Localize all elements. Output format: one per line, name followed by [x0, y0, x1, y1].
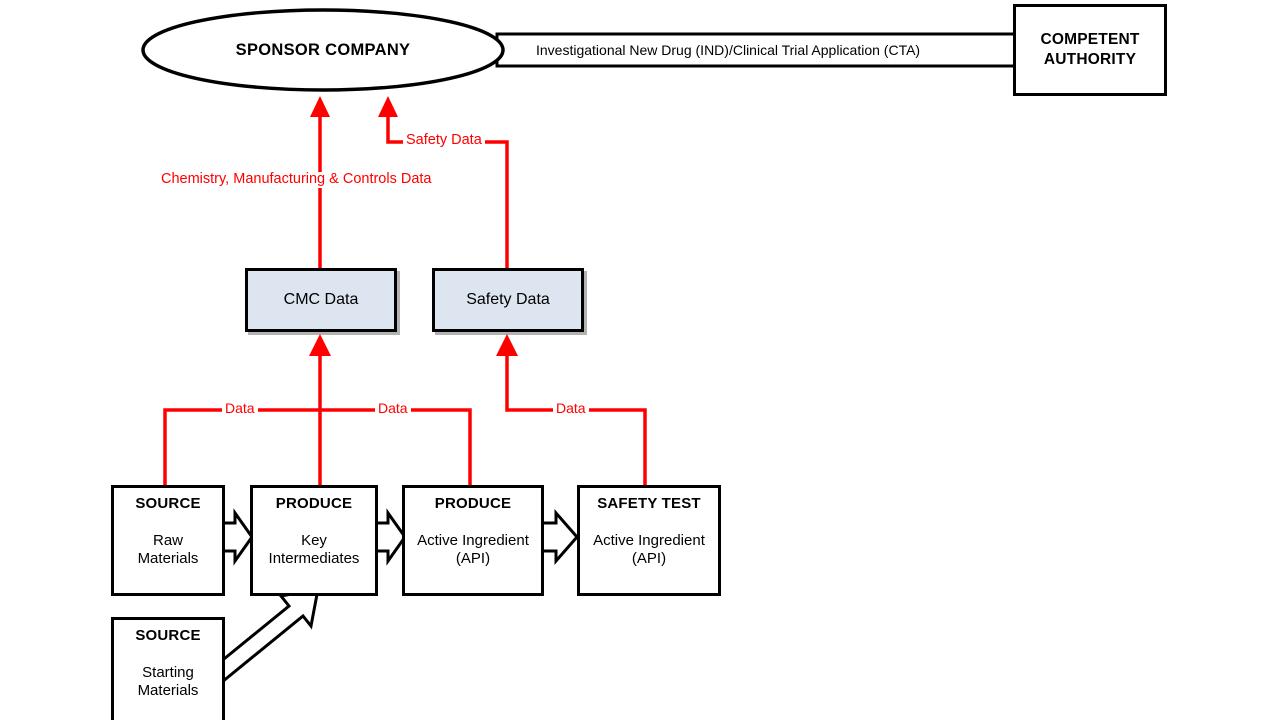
process-body-line2: Materials: [137, 682, 199, 700]
process-body: Key Intermediates: [253, 532, 375, 569]
red-arrowhead-safety-in: [496, 334, 518, 356]
process-heading: PRODUCE: [434, 495, 512, 512]
process-body: Starting Materials: [114, 664, 222, 701]
process-body-line2: Materials: [137, 550, 199, 568]
process-body-line1: Key: [301, 532, 327, 549]
process-box-safety-test-api: SAFETY TEST Active Ingredient (API): [577, 485, 721, 596]
submission-arrow-label: Investigational New Drug (IND)/Clinical …: [536, 42, 921, 58]
sponsor-company-ellipse: [141, 8, 505, 92]
red-arrowhead-cmc: [310, 96, 330, 117]
process-body: Raw Materials: [114, 532, 222, 569]
process-body: Active Ingredient (API): [405, 532, 541, 569]
safety-data-box: Safety Data: [432, 268, 584, 332]
cmc-data-box: CMC Data: [245, 268, 397, 332]
process-body-line2: (API): [631, 550, 667, 568]
process-box-source-starting-materials: SOURCE Starting Materials: [111, 617, 225, 720]
red-label-data-1: Data: [222, 400, 258, 417]
red-label-data-3: Data: [553, 400, 589, 417]
process-body-line2: Intermediates: [268, 550, 360, 568]
process-body-line2: (API): [455, 550, 491, 568]
process-box-produce-api: PRODUCE Active Ingredient (API): [402, 485, 544, 596]
red-connector-data-to-safety: [505, 348, 647, 485]
red-connector-data-to-cmc: [163, 348, 472, 485]
process-body-line1: Active Ingredient: [593, 532, 705, 549]
sponsor-company-label-wrap: SPONSOR COMPANY: [143, 10, 503, 90]
process-box-source-raw-materials: SOURCE Raw Materials: [111, 485, 225, 596]
red-label-safety: Safety Data: [403, 132, 485, 149]
process-heading: PRODUCE: [275, 495, 353, 512]
competent-authority-line1: COMPETENT: [1040, 31, 1140, 49]
process-box-produce-key-intermediates: PRODUCE Key Intermediates: [250, 485, 378, 596]
competent-authority-line2: AUTHORITY: [1043, 51, 1137, 68]
process-body-line1: Starting: [142, 664, 194, 681]
process-block-arrow-1: [219, 508, 254, 566]
competent-authority-box: COMPETENT AUTHORITY: [1013, 4, 1167, 96]
process-body-line1: Raw: [152, 532, 183, 549]
safety-data-label: Safety Data: [466, 291, 550, 308]
process-block-arrow-2: [372, 508, 407, 566]
process-heading: SOURCE: [135, 627, 201, 644]
process-heading: SAFETY TEST: [597, 495, 701, 512]
process-heading: SOURCE: [135, 495, 201, 512]
red-arrowhead-cmc-in: [309, 334, 331, 356]
red-label-data-2: Data: [375, 400, 411, 417]
starting-materials-block-arrow: [205, 587, 320, 684]
cmc-data-label: CMC Data: [283, 291, 359, 308]
sponsor-company-label: SPONSOR COMPANY: [235, 40, 411, 59]
process-block-arrow-3: [538, 509, 579, 565]
process-body: Active Ingredient (API): [580, 532, 718, 569]
process-body-line1: Active Ingredient: [417, 532, 529, 549]
red-arrowhead-safety: [378, 96, 398, 117]
red-label-cmc: Chemistry, Manufacturing & Controls Data: [158, 171, 435, 188]
